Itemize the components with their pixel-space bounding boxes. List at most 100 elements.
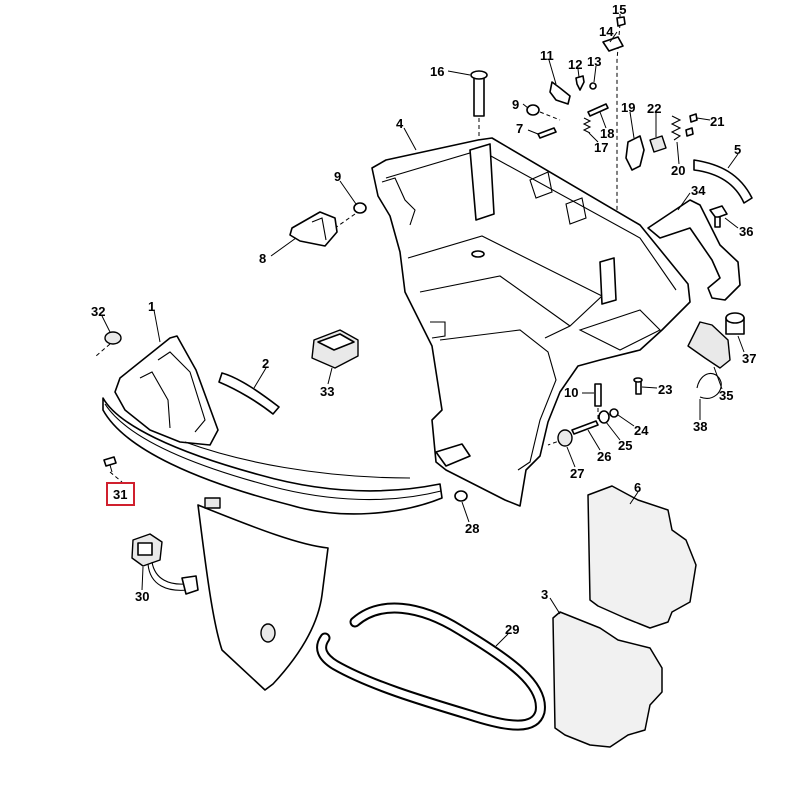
part-37-cylinder [725,312,745,335]
leader-32 [101,315,111,333]
part-30-switch [131,533,199,595]
part-3-gasket-pad [552,611,663,748]
callout-17[interactable]: 17 [594,140,608,155]
dash-line-9-top [539,111,561,121]
callout-13[interactable]: 13 [587,54,601,69]
leader-lines [101,14,745,647]
callout-26[interactable]: 26 [597,449,611,464]
part-5-trim-strip [693,159,753,204]
part-16-pin [470,70,488,117]
callout-24[interactable]: 24 [634,423,649,438]
part-4-post-left [469,143,495,221]
part-4-wall [419,275,571,327]
callout-36[interactable]: 36 [739,224,753,239]
leader-18 [599,111,607,129]
part-34-bracket [647,199,741,301]
part-4-outline [371,137,691,507]
part-8-body [289,211,338,247]
part-4-notch [430,321,446,339]
callout-10[interactable]: 10 [564,385,578,400]
callout-18[interactable]: 18 [600,126,614,141]
callout-30[interactable]: 30 [135,589,149,604]
callout-6[interactable]: 6 [634,480,641,495]
callout-20[interactable]: 20 [671,163,685,178]
leader-5 [727,153,739,169]
part-31-head [103,456,117,467]
leader-28 [461,501,470,523]
part-25-washer [598,410,610,424]
part-24-nut [609,408,619,418]
part-38-wire [696,372,722,399]
part-17-spring [582,117,592,134]
callout-34[interactable]: 34 [691,183,706,198]
dash-line-9-8 [334,213,356,229]
leader-8 [270,237,297,257]
callout-12[interactable]: 12 [568,57,582,72]
part-4-tab-left [381,177,416,226]
dash-line-15-14 [616,23,621,240]
part-30-connector [181,575,199,595]
callout-16[interactable]: 16 [430,64,444,79]
callout-38[interactable]: 38 [693,419,707,434]
leader-35 [713,366,723,390]
leader-7 [527,129,539,135]
callout-15[interactable]: 15 [612,2,626,17]
callout-31[interactable]: 31 [113,487,127,502]
part-1-decal [204,497,221,509]
callout-32[interactable]: 32 [91,304,105,319]
part-36-head [709,205,728,219]
part-1-wall-rib-2 [139,371,171,429]
part-7-pin [537,127,557,139]
part-33-top [317,333,355,351]
callout-4[interactable]: 4 [396,116,404,131]
callout-1[interactable]: 1 [148,299,155,314]
leader-9-lower [339,180,357,205]
callout-35[interactable]: 35 [719,388,733,403]
callout-9-lower[interactable]: 9 [334,169,341,184]
part-9-washer-upper [526,104,540,116]
callout-2[interactable]: 2 [262,356,269,371]
part-4-hole [471,250,485,258]
part-23-head [633,377,643,383]
callout-9-upper[interactable]: 9 [512,97,519,112]
callout-8[interactable]: 8 [259,251,266,266]
leader-26 [587,429,601,451]
part-29-seal [316,602,546,731]
part-16-head [470,70,488,80]
callout-5[interactable]: 5 [734,142,741,157]
leader-6 [629,491,639,505]
part-8-clip [311,217,327,241]
part-4-upper-bracket [371,137,691,507]
callout-11[interactable]: 11 [540,48,554,63]
callout-14[interactable]: 14 [599,24,614,39]
part-28-washer [454,490,468,502]
callout-27[interactable]: 27 [570,466,584,481]
callout-22[interactable]: 22 [647,101,661,116]
callout-3[interactable]: 3 [541,587,548,602]
callout-37[interactable]: 37 [742,351,756,366]
part-31-shaft [109,464,113,473]
callout-28[interactable]: 28 [465,521,479,536]
part-16-shaft [473,75,485,117]
callout-25[interactable]: 25 [618,438,632,453]
part-22-block [649,135,667,153]
callout-7[interactable]: 7 [516,121,523,136]
dash-line-32-31 [95,343,111,357]
callout-23[interactable]: 23 [658,382,672,397]
highlight-box-31 [106,482,135,506]
part-21-screw-b [685,127,694,137]
leader-33 [327,367,333,385]
leader-23 [641,386,658,389]
part-36-shaft [714,216,721,228]
part-1-wall-rib [157,351,206,433]
part-4-inner-rim [385,149,677,291]
callout-29[interactable]: 29 [505,622,519,637]
leader-25 [605,421,621,441]
part-4-ear-bottom [435,443,471,467]
callout-19[interactable]: 19 [621,100,635,115]
part-6-gasket-pad [587,485,697,629]
callout-21[interactable]: 21 [710,114,724,129]
callout-33[interactable]: 33 [320,384,334,399]
part-10-stud [594,383,602,407]
part-12-screw [575,75,585,91]
